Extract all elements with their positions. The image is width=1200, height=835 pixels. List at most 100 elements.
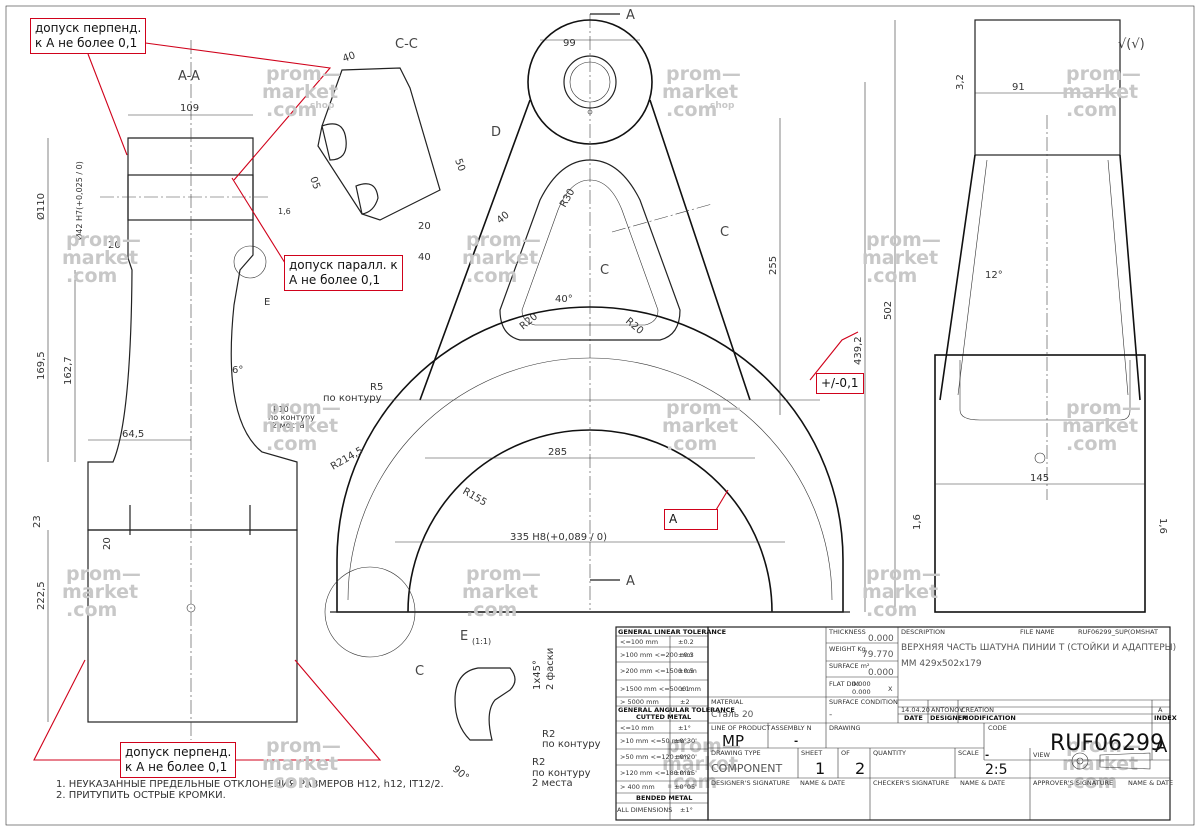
tol-ang-r1: <=10 mm	[620, 724, 654, 732]
aa-dim-109: 109	[180, 103, 199, 114]
tb-date-label: DATE	[904, 714, 923, 722]
tol-ang-t5: ±0°05'	[674, 783, 697, 791]
aa-r10: R10	[273, 405, 289, 414]
wm-15a: prom—	[1066, 735, 1141, 757]
front-arch-fillet	[347, 357, 833, 601]
wm-11c: .com	[466, 599, 517, 621]
wm-5b: market	[462, 247, 538, 269]
front-mark-c1: C	[720, 225, 729, 240]
wm-5c: .com	[466, 265, 517, 287]
tb-sig2b: NAME & DATE	[960, 779, 1005, 787]
wm-1a: prom—	[266, 63, 341, 85]
tb-code-label: CODE	[988, 724, 1007, 732]
tb-flat-x: X	[888, 685, 893, 693]
tb-sheet-label: SHEET	[801, 749, 822, 757]
tb-description: ВЕРХНЯЯ ЧАСТЬ ШАТУНА ПИНИИ Т (СТОЙКИ И А…	[901, 641, 1176, 653]
tb-rev-idx: A	[1158, 706, 1163, 714]
callout-datum-a: A	[664, 509, 718, 530]
wm-6a: prom—	[866, 229, 941, 251]
section-aa-title: A-A	[178, 69, 200, 84]
wm-2d: shop	[710, 101, 735, 111]
front-top-boss	[527, 19, 653, 145]
tb-of: 2	[855, 759, 865, 778]
tol-cutted-title: CUTTED METAL	[636, 713, 691, 721]
wm-8b: market	[662, 415, 738, 437]
side-taper-inner	[957, 159, 1129, 396]
detail-e-angle90: 90°	[450, 764, 471, 784]
front-dim-335: 335 H8(+0,089 / 0)	[510, 532, 607, 543]
side-rough-16a: 1,6	[912, 514, 923, 530]
wm-1c: .com	[266, 99, 317, 121]
tol-ang-r5: > 400 mm	[620, 783, 655, 791]
tb-description-label: DESCRIPTION	[901, 628, 945, 636]
tb-line-value: MP	[722, 732, 744, 750]
tol-lin-t3: ±0.5	[678, 667, 694, 675]
tb-of-label: OF	[841, 749, 850, 757]
front-r5: R5	[370, 382, 383, 393]
wm-6c: .com	[866, 265, 917, 287]
tb-surface-cond-label: SURFACE CONDITION	[829, 698, 898, 706]
tb-index: A	[1155, 736, 1168, 757]
aa-dim-169: 169,5	[36, 351, 47, 380]
aa-dim-162: 162,7	[63, 356, 74, 385]
tb-surface: 0.000	[868, 668, 894, 678]
front-dot	[587, 109, 593, 115]
detail-e-title: E	[460, 629, 468, 644]
section-aa-view: A-A 109 Ø110 Ø42 H7(+0,025 / 0) 20 1,6 1…	[32, 40, 315, 740]
side-view: √(√) 91 3,2 12° 145 1,6 1,6	[912, 19, 1168, 613]
wm-2b: market	[662, 81, 738, 103]
tb-drawing-type: COMPONENT	[711, 762, 783, 775]
tb-drawing: -	[985, 750, 989, 761]
tol-lin-r3: >200 mm <=1500 mm	[620, 667, 697, 675]
tol-ang-r3: >50 mm <=120 mm	[620, 753, 689, 761]
note-1: 1. НЕУКАЗАННЫЕ ПРЕДЕЛЬНЫЕ ОТКЛОНЕНИЯ РАЗ…	[56, 779, 444, 790]
leader-c2	[231, 177, 286, 264]
tb-line	[1099, 752, 1151, 770]
red-leaders	[33, 41, 859, 761]
tb-index-label: INDEX	[1154, 714, 1177, 722]
tol-lin-r2: >100 mm <=200 mm	[620, 651, 693, 659]
tol-lin-r5: > 5000 mm	[620, 698, 659, 706]
front-arms	[419, 99, 751, 401]
tb-surface-label: SURFACE m²	[829, 662, 870, 670]
tol-ang-t1: ±1°	[678, 724, 691, 732]
front-dim-502: 502	[883, 301, 894, 320]
tb-rev-date: 14.04.20	[901, 706, 930, 714]
tb-mod-label: MODIFICATION	[962, 714, 1016, 722]
tb-material: Сталь 20	[711, 710, 754, 720]
tb-line	[1071, 752, 1089, 770]
wm-12b: market	[862, 581, 938, 603]
side-taper	[939, 154, 1141, 401]
wm-13c: .com	[266, 771, 317, 793]
wm-10c: .com	[66, 599, 117, 621]
wm-1d: shop	[310, 101, 335, 111]
tb-weight-label: WEIGHT Kg	[829, 645, 866, 653]
leader-c1b	[137, 41, 332, 181]
wm-3b: market	[1062, 81, 1138, 103]
wm-13b: market	[262, 753, 338, 775]
wm-5a: prom—	[466, 229, 541, 251]
title-block-frame	[707, 626, 1171, 821]
tolerance-table: GENERAL LINEAR TOLERANCE <=100 mm ±0.2 >…	[615, 626, 735, 821]
tb-scale: 2:5	[985, 762, 1008, 778]
tol-lin-r4: >1500 mm <=5000 mm	[620, 685, 701, 693]
front-mark-a-bottom: A	[626, 574, 635, 589]
front-window	[499, 159, 681, 341]
wm-1b: market	[262, 81, 338, 103]
wm-10b: market	[62, 581, 138, 603]
front-view: 99 A D R30 40° R20 R20 40 C C R5 по конт…	[323, 8, 896, 679]
wm-10a: prom—	[66, 563, 141, 585]
aa-dim-2225: 222,5	[36, 581, 47, 610]
tol-bended-title: BENDED METAL	[636, 794, 692, 802]
tol-lin-t4: ±1	[680, 685, 690, 693]
detail-e-r2a-contour: по контуру	[542, 739, 601, 750]
cc-dim-40a: 40	[341, 50, 357, 65]
aa-detail-e-circle	[233, 245, 267, 279]
aa-lower-box	[87, 529, 298, 723]
tb-quantity-label: QUANTITY	[873, 749, 906, 757]
tol-ang-r2: >10 mm <=50 mm	[620, 737, 684, 745]
tol-lin-t5: ±2	[680, 698, 690, 706]
tb-sig1: DESIGNER'S SIGNATURE	[711, 779, 790, 787]
tb-drawing-label: DRAWING	[829, 724, 861, 732]
